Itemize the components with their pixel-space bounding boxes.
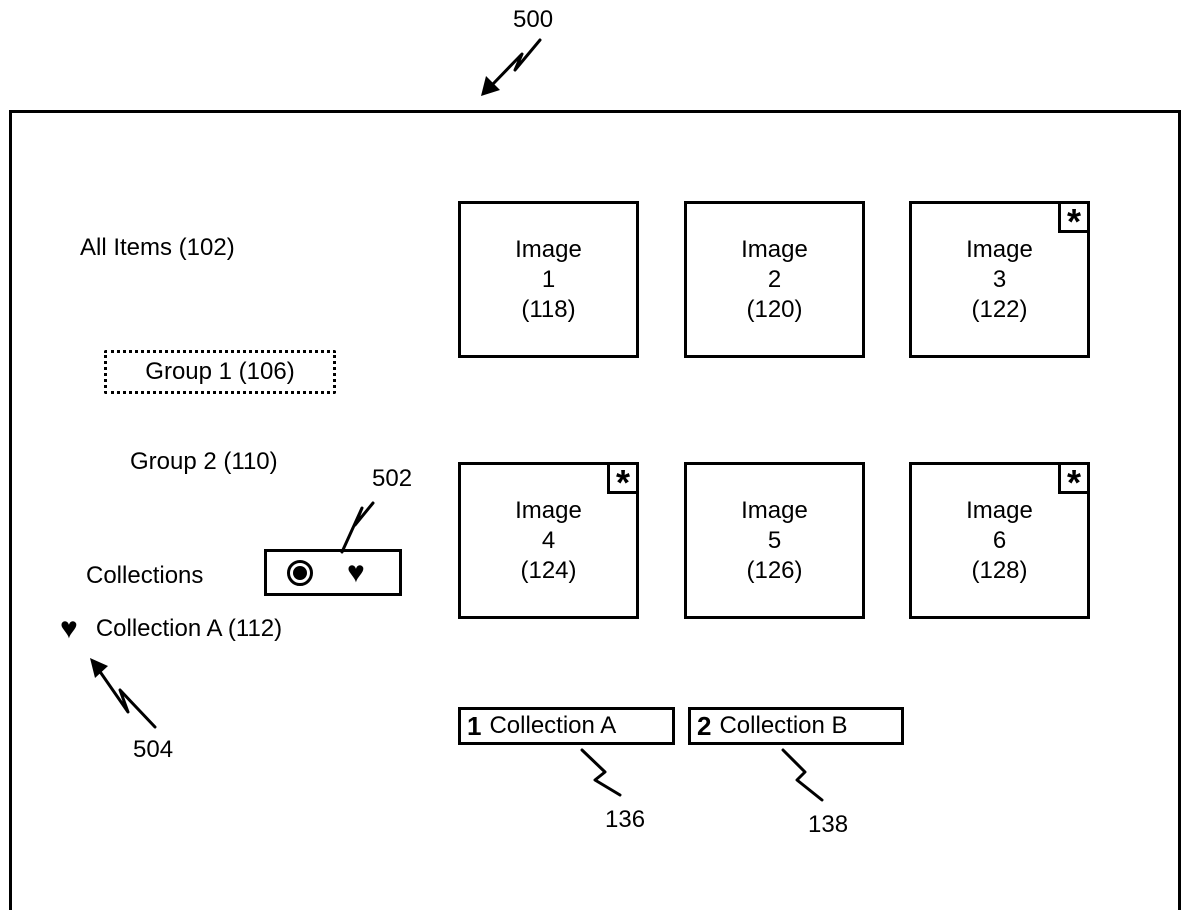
- arrowhead-504: [90, 658, 108, 678]
- leader-line-500: [490, 38, 542, 87]
- image-title: Image: [515, 496, 582, 524]
- heart-icon[interactable]: ♥: [347, 555, 365, 589]
- image-tile-2[interactable]: Image 2 (120): [684, 201, 865, 358]
- image-title: Image: [515, 235, 582, 263]
- window-frame: [9, 110, 1181, 910]
- sidebar-item-group1[interactable]: Group 1 (106): [104, 350, 336, 394]
- image-tile-6[interactable]: * Image 6 (128): [909, 462, 1090, 619]
- image-tile-1[interactable]: Image 1 (118): [458, 201, 639, 358]
- collection-toggle[interactable]: ♥: [264, 549, 402, 596]
- reference-504: 504: [133, 736, 174, 763]
- star-badge-icon[interactable]: *: [1058, 462, 1090, 501]
- star-badge-icon[interactable]: *: [1058, 201, 1090, 240]
- image-number: 6: [992, 526, 1007, 554]
- image-ref: (122): [971, 295, 1028, 323]
- collection-chip-a[interactable]: 1 Collection A: [458, 707, 675, 745]
- leader-line-504: [92, 661, 157, 729]
- image-title: Image: [966, 235, 1033, 263]
- image-number: 3: [992, 265, 1007, 293]
- sidebar-item-all-items[interactable]: All Items (102): [80, 234, 235, 261]
- image-number: 5: [767, 526, 782, 554]
- image-ref: (128): [971, 556, 1028, 584]
- image-ref: (120): [746, 295, 803, 323]
- chip-number: 2: [697, 710, 712, 741]
- image-tile-4[interactable]: * Image 4 (124): [458, 462, 639, 619]
- chip-label: Collection A: [489, 712, 617, 739]
- chip-label: Collection B: [719, 712, 848, 739]
- image-number: 4: [541, 526, 556, 554]
- sidebar-item-collection-a[interactable]: ♥ Collection A (112): [60, 614, 282, 644]
- figure-reference-500: 500: [513, 6, 554, 33]
- heart-icon: ♥: [60, 612, 78, 645]
- image-title: Image: [741, 235, 808, 263]
- sidebar-item-collection-a-label: Collection A (112): [95, 615, 283, 642]
- collection-chip-b[interactable]: 2 Collection B: [688, 707, 904, 745]
- chip-number: 1: [467, 710, 482, 741]
- sidebar-item-group2[interactable]: Group 2 (110): [130, 448, 278, 475]
- star-badge-icon[interactable]: *: [607, 462, 639, 501]
- image-title: Image: [741, 496, 808, 524]
- leader-line-138: [781, 748, 824, 802]
- image-ref: (118): [521, 295, 576, 323]
- collections-heading: Collections: [86, 562, 204, 589]
- image-tile-3[interactable]: * Image 3 (122): [909, 201, 1090, 358]
- image-tile-5[interactable]: Image 5 (126): [684, 462, 865, 619]
- image-title: Image: [966, 496, 1033, 524]
- image-ref: (126): [746, 556, 803, 584]
- image-number: 1: [541, 265, 556, 293]
- arrowhead-500: [481, 76, 500, 96]
- radio-icon[interactable]: [287, 559, 313, 586]
- leader-line-136: [580, 748, 622, 797]
- reference-136: 136: [605, 806, 646, 833]
- image-ref: (124): [520, 556, 577, 584]
- sidebar-item-group1-label: Group 1 (106): [145, 358, 295, 385]
- image-number: 2: [767, 265, 782, 293]
- leader-line-502: [340, 501, 375, 554]
- reference-138: 138: [808, 811, 849, 838]
- reference-502: 502: [372, 465, 413, 492]
